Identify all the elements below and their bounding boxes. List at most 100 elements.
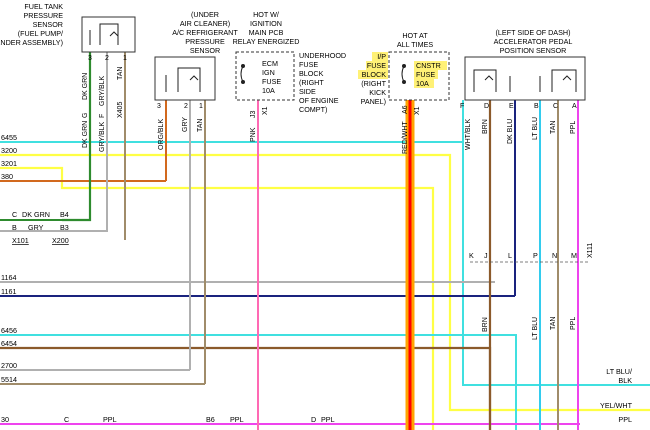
cnstr-connector-x1: X1 [414,106,421,115]
bottom-wire-ppl-1: PPL [103,415,117,424]
circuit-5514: 5514 [1,375,17,384]
hot-all-1: HOT AT [402,31,428,40]
ac-wire-gry: GRY [182,117,189,132]
ecm-fuse-3: FUSE [262,77,281,86]
ac-wire-tan: TAN [197,119,204,132]
ecm-connector-x1: X1 [262,106,269,115]
fuel-wire-gryblk: GRY/BLK [99,75,106,106]
pedal-lower-brn: BRN [482,317,489,332]
splice-pin-n: N [552,251,557,260]
lower-wire-gry: GRY [28,223,44,232]
cnstr-1: CNSTR [416,61,441,70]
connector-x405: X405 [117,102,124,118]
fuel-label-1: FUEL TANK [24,2,63,11]
fuel-lower-dkgrn: DK GRN [82,121,89,148]
fuel-wire-tan: TAN [117,67,124,80]
pedal-lower-ltblu: LT BLU [532,317,539,340]
wire-6456 [0,334,517,430]
connector-x111: X111 [587,243,594,258]
ac-label-5: SENSOR [190,46,220,55]
splice-pin-m: M [571,251,577,260]
lower-pin-b4: B4 [60,210,69,219]
ecm-fuse-box [235,51,295,101]
fuel-pin-2: 2 [105,55,109,62]
wire-3201 [0,166,435,430]
right-ltblublk-2: BLK [618,376,632,385]
ip-hl-3 [358,70,388,79]
pedal-wire-tan: TAN [550,121,557,134]
fuel-lower-pin-f: F [99,114,106,118]
horizontal-wires [0,141,650,430]
hot-ign-1: HOT W/ [253,10,279,19]
lower-pin-b: B [12,223,17,232]
bottom-pin-c: C [64,415,69,424]
hot-all-2: ALL TIMES [397,40,434,49]
pedal-label-3: POSITION SENSOR [500,46,567,55]
hot-ign-3: MAIN PCB [249,28,284,37]
right-yelwht: YEL/WHT [600,401,633,410]
underhood-5: SIDE [299,87,316,96]
fuel-sensor-symbol [89,23,119,45]
cnstr-hl-2 [414,70,438,79]
splice-pin-j: J [484,251,488,260]
ac-pressure-sensor: (UNDER AIR CLEANER) A/C REFRIGERANT PRES… [154,10,238,150]
fuel-lower-gryblk: GRY/BLK [99,121,106,152]
circuit-1161: 1161 [1,287,16,296]
splice-pin-k: K [469,251,474,260]
pedal-position-sensor: (LEFT SIDE OF DASH) ACCELERATOR PEDAL PO… [460,28,586,150]
cnstr-wire-redwht: RED/WHT [402,121,409,154]
pedal-wire-dkblu: DK BLU [507,119,514,144]
pedal-pin-e: E [509,103,514,110]
circuit-3201: 3201 [1,159,17,168]
ip-loc-3: PANEL) [361,97,386,106]
ac-pin-1: 1 [199,103,203,110]
ac-pin-3: 3 [157,103,161,110]
cnstr-fuse: HOT AT ALL TIMES I/P FUSE BLOCK (RIGHT K… [358,31,450,154]
ecm-fuse-2: IGN [262,68,275,77]
cnstr-hl-1 [414,61,447,70]
cnstr-pin-a6: A6 [402,105,409,114]
pedal-pin-d: D [484,103,489,110]
lower-left-connector: C B DK GRN GRY B4 B3 X101 X200 [12,210,69,245]
circuit-1164: 1164 [1,273,16,282]
right-ltblublk-1: LT BLU/ [606,367,632,376]
fuel-wire-dkgrn: DK GRN [82,73,89,100]
bottom-ppl-row: C PPL B6 PPL D PPL [64,415,335,424]
pedal-wire-ppl: PPL [570,121,577,134]
circuit-3200: 3200 [1,146,17,155]
pedal-sensor-box [464,56,586,101]
wire-6455 [0,141,650,386]
fuel-label-2: PRESSURE [23,11,63,20]
lower-pin-b3: B3 [60,223,69,232]
circuit-30: 30 [1,415,9,424]
pedal-wire-whtblk: WHT/BLK [465,119,472,150]
splice-pin-p: P [533,251,538,260]
wire-6454 [0,346,492,430]
pedal-splice-connector: K J L P N M X111 BRN LT BLU TAN PPL [469,243,594,340]
underhood-4: (RIGHT [299,78,324,87]
ac-label-2: AIR CLEANER) [180,19,230,28]
fuel-label-4: (FUEL PUMP/ [18,29,63,38]
fuel-pin-3: 3 [88,55,92,62]
hot-ign-4: RELAY ENERGIZED [233,37,300,46]
circuit-2700: 2700 [1,361,17,370]
bottom-pin-d: D [311,415,316,424]
ac-sensor-symbol [165,67,201,92]
cnstr-2: FUSE [416,70,435,79]
ip-block-2: FUSE [367,61,386,70]
splice-pin-l: L [508,251,512,260]
wire-fuel-dkgrn [62,52,92,222]
ip-block-1: I/P [377,52,386,61]
pedal-pin-b: B [534,103,539,110]
cnstr-3: 10A [416,79,429,88]
underhood-1: UNDERHOOD [299,51,346,60]
circuit-6454: 6454 [1,339,17,348]
pedal-lower-ppl: PPL [570,317,577,330]
ac-sensor-box [154,56,216,101]
underhood-7: COMPT) [299,105,327,114]
ip-hl-2 [366,61,388,70]
fuel-tank-sensor: FUEL TANK PRESSURE SENSOR (FUEL PUMP/ SE… [0,2,136,152]
wire-fuel-gryblk [62,52,108,232]
lower-pin-c: C [12,210,17,219]
pedal-label-2: ACCELERATOR PEDAL [494,37,573,46]
